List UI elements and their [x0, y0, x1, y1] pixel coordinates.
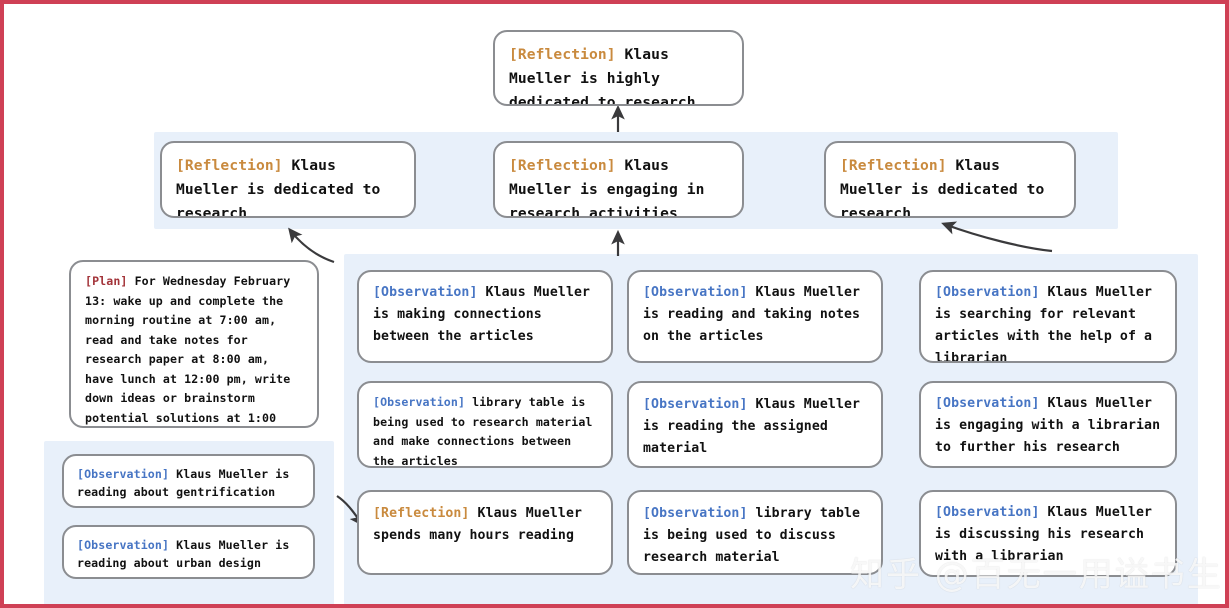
tag-reflection: [Reflection] [373, 506, 470, 521]
tag-observation: [Observation] [373, 395, 466, 409]
node-plan[interactable]: [Plan] For Wednesday February 13: wake u… [69, 260, 319, 428]
tag-observation: [Observation] [77, 467, 170, 481]
tag-observation: [Observation] [643, 506, 748, 521]
node-reflection-left[interactable]: [Reflection] Klaus Mueller is dedicated … [160, 141, 416, 218]
node-observation-gentrification[interactable]: [Observation] Klaus Mueller is reading a… [62, 454, 315, 508]
node-text: Klaus Mueller spends many hours reading [373, 506, 591, 543]
tag-plan: [Plan] [85, 274, 128, 288]
node-observation-engaging-librarian[interactable]: [Observation] Klaus Mueller is engaging … [919, 381, 1177, 468]
node-text: Klaus Mueller is dedicated to research [176, 157, 390, 218]
node-observation-library-table-connections[interactable]: [Observation] library table is being use… [357, 381, 613, 468]
node-observation-reading-notes[interactable]: [Observation] Klaus Mueller is reading a… [627, 270, 883, 363]
node-text: Klaus Mueller is engaging in research ac… [509, 157, 714, 218]
tag-reflection: [Reflection] [509, 157, 616, 174]
arrow-plan-to-left-reflection [288, 227, 335, 264]
node-text: Klaus Mueller is making connections betw… [373, 285, 599, 344]
tag-observation: [Observation] [373, 285, 478, 300]
tag-observation: [Observation] [935, 396, 1040, 411]
node-reflection-right[interactable]: [Reflection] Klaus Mueller is dedicated … [824, 141, 1076, 218]
tag-observation: [Observation] [935, 285, 1040, 300]
node-reflection-mid[interactable]: [Reflection] Klaus Mueller is engaging i… [493, 141, 744, 218]
node-text: For Wednesday February 13: wake up and c… [85, 274, 291, 425]
node-observation-library-table-discuss[interactable]: [Observation] library table is being use… [627, 490, 883, 575]
node-reflection-hours-reading[interactable]: [Reflection] Klaus Mueller spends many h… [357, 490, 613, 575]
node-observation-assigned-material[interactable]: [Observation] Klaus Mueller is reading t… [627, 381, 883, 468]
tag-reflection: [Reflection] [840, 157, 947, 174]
node-text: Klaus Mueller is engaging with a librari… [935, 396, 1169, 455]
node-text: Klaus Mueller is highly dedicated to res… [509, 46, 696, 106]
node-text: Klaus Mueller is searching for relevant … [935, 285, 1161, 363]
node-text: library table is being used to discuss r… [643, 506, 869, 565]
node-text: Klaus Mueller is discussing his research… [935, 505, 1161, 564]
node-text: Klaus Mueller is reading and taking note… [643, 285, 869, 344]
tag-observation: [Observation] [77, 538, 170, 552]
node-text: Klaus Mueller is reading the assigned ma… [643, 397, 869, 456]
node-text: library table is being used to research … [373, 395, 600, 468]
tag-observation: [Observation] [643, 397, 748, 412]
tag-reflection: [Reflection] [176, 157, 283, 174]
node-observation-urban-design[interactable]: [Observation] Klaus Mueller is reading a… [62, 525, 315, 579]
node-observation-searching-articles[interactable]: [Observation] Klaus Mueller is searching… [919, 270, 1177, 363]
node-observation-discussing-research[interactable]: [Observation] Klaus Mueller is discussin… [919, 490, 1177, 577]
node-text: Klaus Mueller is reading about urban des… [77, 538, 297, 571]
node-observation-connections[interactable]: [Observation] Klaus Mueller is making co… [357, 270, 613, 363]
node-text: Klaus Mueller is reading about gentrific… [77, 467, 297, 500]
tag-reflection: [Reflection] [509, 46, 616, 63]
node-text: Klaus Mueller is dedicated to research [840, 157, 1054, 218]
tag-observation: [Observation] [643, 285, 748, 300]
node-root-reflection[interactable]: [Reflection] Klaus Mueller is highly ded… [493, 30, 744, 106]
tag-observation: [Observation] [935, 505, 1040, 520]
